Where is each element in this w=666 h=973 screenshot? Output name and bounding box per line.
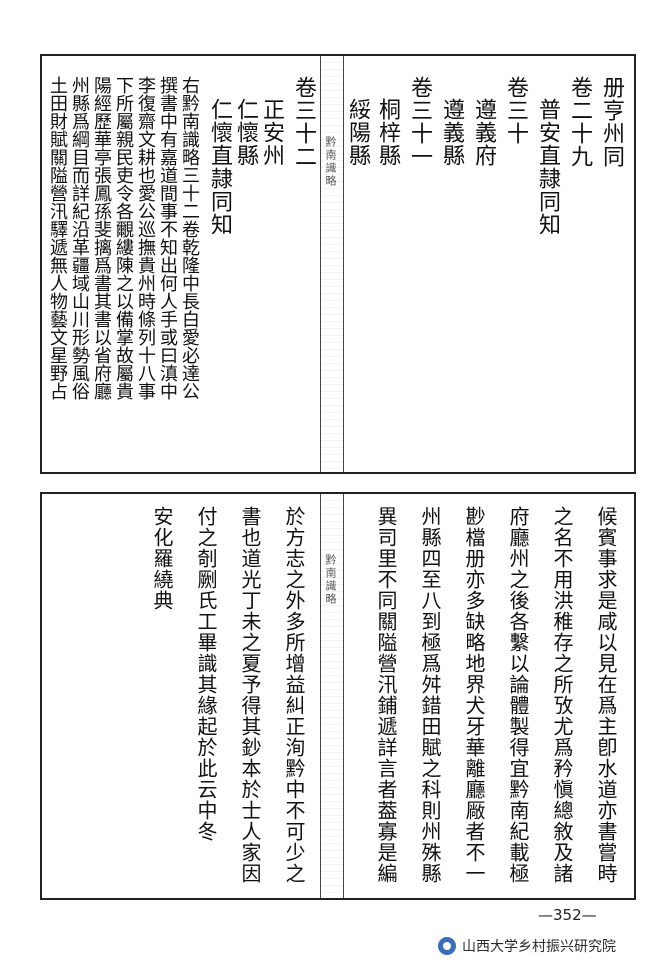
top-left-col: 李復齋文耕也愛公巡撫貴州時條列十八事 — [135, 76, 156, 400]
bottom-right-col: 州縣四至八到極爲舛錯田賦之科則州殊縣 — [418, 506, 442, 884]
top-right-col: 桐梓縣 — [375, 98, 400, 167]
top-left-col: 州縣爲綱目而詳紀沿革疆域山川形勢風俗 — [69, 76, 90, 400]
top-right-col: 册亨州同 — [599, 76, 624, 168]
bottom-left-col: 付之剞劂氏工畢識其緣起於此云中冬 — [194, 506, 218, 842]
spine-title: 黔南識略 — [324, 554, 337, 606]
top-right-col: 卷二十九 — [567, 76, 592, 168]
top-spine: 黔南識略 — [320, 56, 344, 472]
top-left-col: 下所屬親民吏令各覼縷陳之以備掌故屬貴 — [113, 76, 134, 400]
top-panel: 黔南識略 册亨州同 卷二十九 普安直隷同知 卷三十 遵義府 遵義縣 卷三十一 桐… — [40, 54, 636, 474]
wechat-icon — [438, 937, 456, 955]
bottom-signature: 安化羅繞典 — [150, 506, 174, 611]
bottom-right-col: 異司里不同關隘營汛鋪遞詳言者葢寡是編 — [374, 506, 398, 884]
top-left-col: 右黔南識略三十二卷乾隆中長白愛必達公 — [179, 76, 200, 400]
page-number: —352— — [538, 906, 597, 924]
top-right-col: 遵義縣 — [439, 98, 464, 167]
bottom-right-col: 候賓事求是咸以見在爲主卽水道亦書嘗時 — [594, 506, 618, 884]
bottom-right-col: 之名不用洪稚存之所攷尤爲矜愼總敘及諸 — [550, 506, 574, 884]
top-right-col: 綏陽縣 — [345, 98, 370, 167]
top-right-col: 卷三十一 — [407, 76, 432, 168]
watermark: 山西大学乡村振兴研究院 — [438, 936, 616, 956]
watermark-text: 山西大学乡村振兴研究院 — [462, 939, 616, 955]
bottom-left-col: 書也道光丁未之夏予得其鈔本於士人家因 — [238, 506, 262, 884]
top-right-col: 卷三十二 — [291, 76, 316, 168]
top-right-col: 仁懷縣 — [233, 98, 258, 167]
bottom-panel: 黔南識略 候賓事求是咸以見在爲主卽水道亦書嘗時 之名不用洪稚存之所攷尤爲矜愼總敘… — [40, 492, 636, 900]
top-right-col: 普安直隷同知 — [535, 98, 560, 236]
top-right-col: 遵義府 — [471, 98, 496, 167]
bottom-right-col: 尠檔册亦多缺略地界犬牙華離廳厰者不一 — [462, 506, 486, 884]
bottom-left-col: 於方志之外多所增益糾正洵黔中不可少之 — [282, 506, 306, 884]
top-right-col: 卷三十 — [503, 76, 528, 145]
spine-title: 黔南識略 — [324, 136, 337, 188]
top-left-col: 撰書中有嘉道間事不知出何人手或曰滇中 — [157, 76, 178, 400]
top-right-col: 正安州 — [259, 98, 284, 167]
bottom-spine: 黔南識略 — [320, 494, 344, 898]
bottom-right-col: 府廳州之後各繫以論體製得宜黔南紀載極 — [506, 506, 530, 884]
top-left-col: 陽經歷華亭張鳳孫斐摛爲書其書以省府廳 — [91, 76, 112, 400]
top-right-col: 仁懷直隷同知 — [207, 98, 232, 236]
top-left-col: 土田財賦關隘營汛驛遞無人物藝文星野占 — [47, 76, 68, 400]
